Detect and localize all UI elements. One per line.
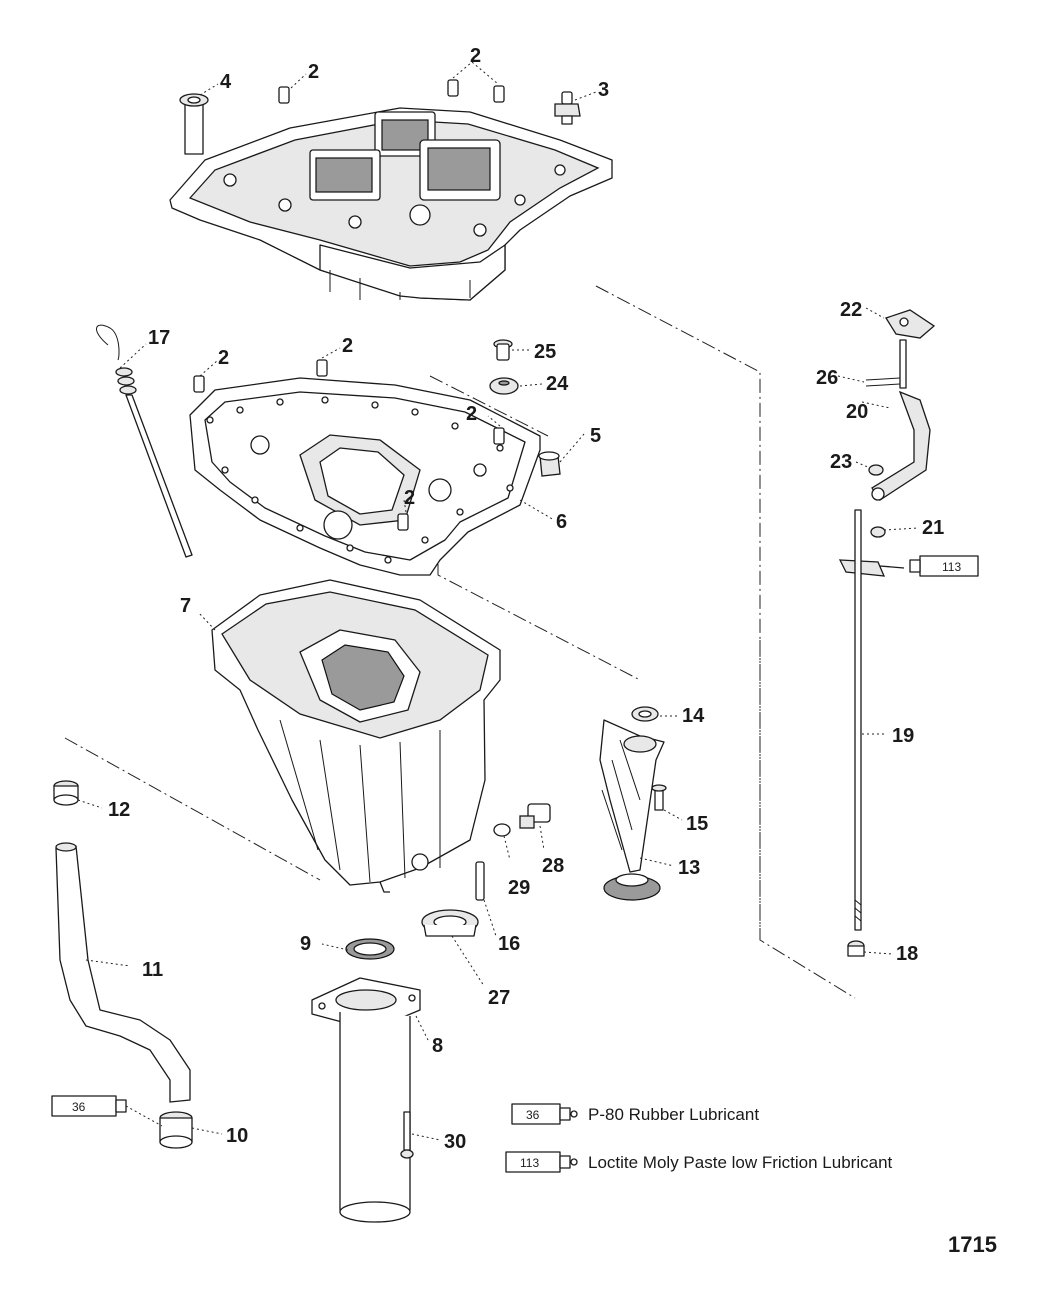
clip-part-18 bbox=[847, 940, 865, 957]
callout-25: 25 bbox=[534, 341, 556, 363]
callout-21: 21 bbox=[922, 517, 944, 539]
callout-2: 2 bbox=[308, 61, 319, 83]
plug-part-25 bbox=[493, 339, 513, 361]
callout-14: 14 bbox=[682, 705, 705, 727]
legend-label-p80: P-80 Rubber Lubricant bbox=[588, 1105, 759, 1124]
callout-29: 29 bbox=[508, 877, 530, 899]
lever-part-20 bbox=[871, 390, 931, 501]
seal-part-5 bbox=[538, 451, 561, 477]
callout-4: 4 bbox=[220, 71, 232, 93]
grommet-part-24 bbox=[489, 377, 519, 395]
fitting-part-3 bbox=[554, 91, 581, 125]
callout-2: 2 bbox=[342, 335, 353, 357]
callout-26: 26 bbox=[816, 367, 838, 389]
callout-5: 5 bbox=[590, 425, 601, 447]
callout-9: 9 bbox=[300, 933, 311, 955]
dipstick-part-17 bbox=[96, 324, 193, 558]
callout-labels: 4 2 2 3 17 2 2 25 24 2 5 2 6 7 14 15 13 … bbox=[108, 45, 944, 1153]
sleeve-part-4 bbox=[179, 93, 209, 155]
callout-20: 20 bbox=[846, 401, 868, 423]
callout-15: 15 bbox=[686, 813, 708, 835]
nut-part-23 bbox=[868, 464, 884, 476]
pickup-tube-part-8 bbox=[311, 977, 421, 1223]
lubricant-tube-113: 113 bbox=[909, 555, 979, 577]
callout-17: 17 bbox=[148, 327, 170, 349]
seal-part-27 bbox=[421, 909, 479, 937]
leader-lines bbox=[77, 61, 919, 1141]
callout-22: 22 bbox=[840, 299, 862, 321]
callout-30: 30 bbox=[444, 1131, 466, 1153]
callout-2: 2 bbox=[218, 347, 229, 369]
callout-11: 11 bbox=[142, 959, 163, 981]
callout-18: 18 bbox=[896, 943, 918, 965]
dowel-pins-top bbox=[278, 79, 505, 104]
callout-2: 2 bbox=[470, 45, 481, 67]
figure-number: 1715 bbox=[948, 1232, 997, 1257]
washer-part-14 bbox=[631, 706, 659, 722]
pin-arm-part-26 bbox=[865, 339, 907, 389]
tube-113-label: 113 bbox=[942, 560, 961, 574]
callout-24: 24 bbox=[546, 373, 569, 395]
callout-2: 2 bbox=[466, 403, 477, 425]
seal-part-9 bbox=[345, 938, 395, 960]
legend-code-113: 113 bbox=[520, 1156, 539, 1170]
adapter-plate bbox=[169, 107, 613, 301]
hose-part-11 bbox=[55, 842, 191, 1103]
link-arm bbox=[838, 559, 905, 577]
legend-item-loctite: 113 Loctite Moly Paste low Friction Lubr… bbox=[505, 1151, 893, 1173]
legend-code-36: 36 bbox=[526, 1108, 540, 1122]
callout-6: 6 bbox=[556, 511, 567, 533]
callout-28: 28 bbox=[542, 855, 564, 877]
bracket-part-22 bbox=[885, 309, 936, 339]
callout-2: 2 bbox=[404, 487, 415, 509]
legend-label-loctite: Loctite Moly Paste low Friction Lubrican… bbox=[588, 1153, 893, 1172]
lubricant-legend: 36 P-80 Rubber Lubricant 113 Loctite Mol… bbox=[505, 1103, 893, 1173]
coupler-part-10 bbox=[159, 1111, 193, 1149]
callout-13: 13 bbox=[678, 857, 700, 879]
washer-part-29 bbox=[493, 823, 511, 837]
callout-10: 10 bbox=[226, 1125, 248, 1147]
pin-part-16 bbox=[475, 861, 485, 901]
drain-plug-part-28 bbox=[519, 803, 551, 829]
gasket-part-6 bbox=[189, 377, 541, 576]
dowel-pins-middle bbox=[193, 359, 505, 531]
callout-16: 16 bbox=[498, 933, 520, 955]
callout-27: 27 bbox=[488, 987, 510, 1009]
callout-19: 19 bbox=[892, 725, 914, 747]
lubricant-tube-36: 36 bbox=[51, 1095, 127, 1117]
callout-7: 7 bbox=[180, 595, 191, 617]
oil-strainer-part-13 bbox=[599, 719, 665, 901]
tube-36-label: 36 bbox=[72, 1100, 86, 1114]
legend-item-p80: 36 P-80 Rubber Lubricant bbox=[511, 1103, 759, 1125]
rod-part-19 bbox=[854, 509, 862, 931]
nut-part-21 bbox=[870, 526, 886, 538]
bolt-part-15 bbox=[651, 784, 667, 811]
callout-3: 3 bbox=[598, 79, 609, 101]
oil-pan-part-7 bbox=[211, 579, 501, 893]
screw-part-30 bbox=[400, 1111, 414, 1159]
callout-12: 12 bbox=[108, 799, 130, 821]
callout-23: 23 bbox=[830, 451, 852, 473]
callout-8: 8 bbox=[432, 1035, 443, 1057]
grommet-part-12 bbox=[53, 780, 79, 806]
